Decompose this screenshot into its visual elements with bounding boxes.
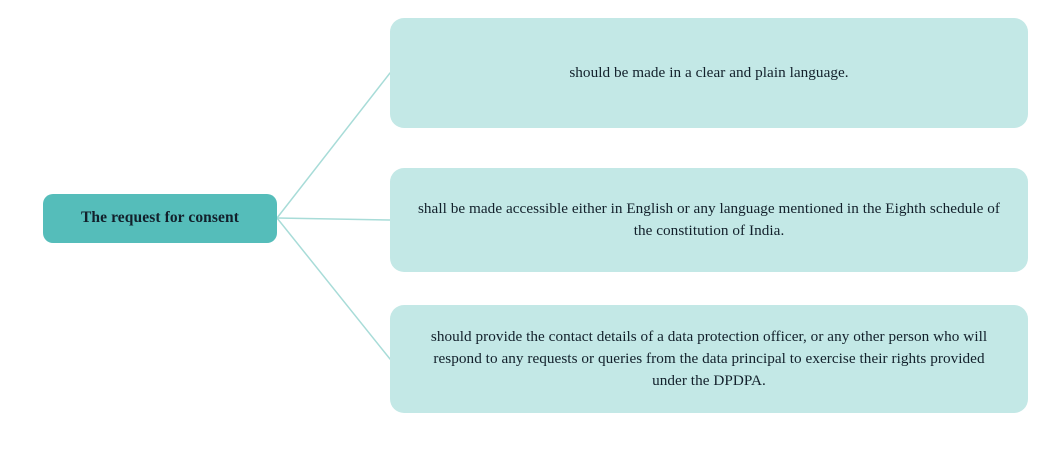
root-node-label: The request for consent: [80, 209, 239, 227]
child-node-clear-plain-language[interactable]: should be made in a clear and plain lang…: [390, 18, 1028, 128]
connector-line-1: [276, 217, 391, 221]
child-node-contact-details-dpo[interactable]: should provide the contact details of a …: [390, 305, 1028, 413]
child-node-label: should be made in a clear and plain lang…: [569, 64, 849, 81]
child-node-label: shall be made accessible either in Engli…: [417, 200, 1001, 239]
connector-line-2: [276, 217, 391, 360]
root-node[interactable]: The request for consent: [43, 194, 277, 243]
connector-line-0: [276, 72, 391, 219]
child-node-accessible-languages[interactable]: shall be made accessible either in Engli…: [390, 168, 1028, 272]
child-node-label: should provide the contact details of a …: [430, 328, 988, 389]
